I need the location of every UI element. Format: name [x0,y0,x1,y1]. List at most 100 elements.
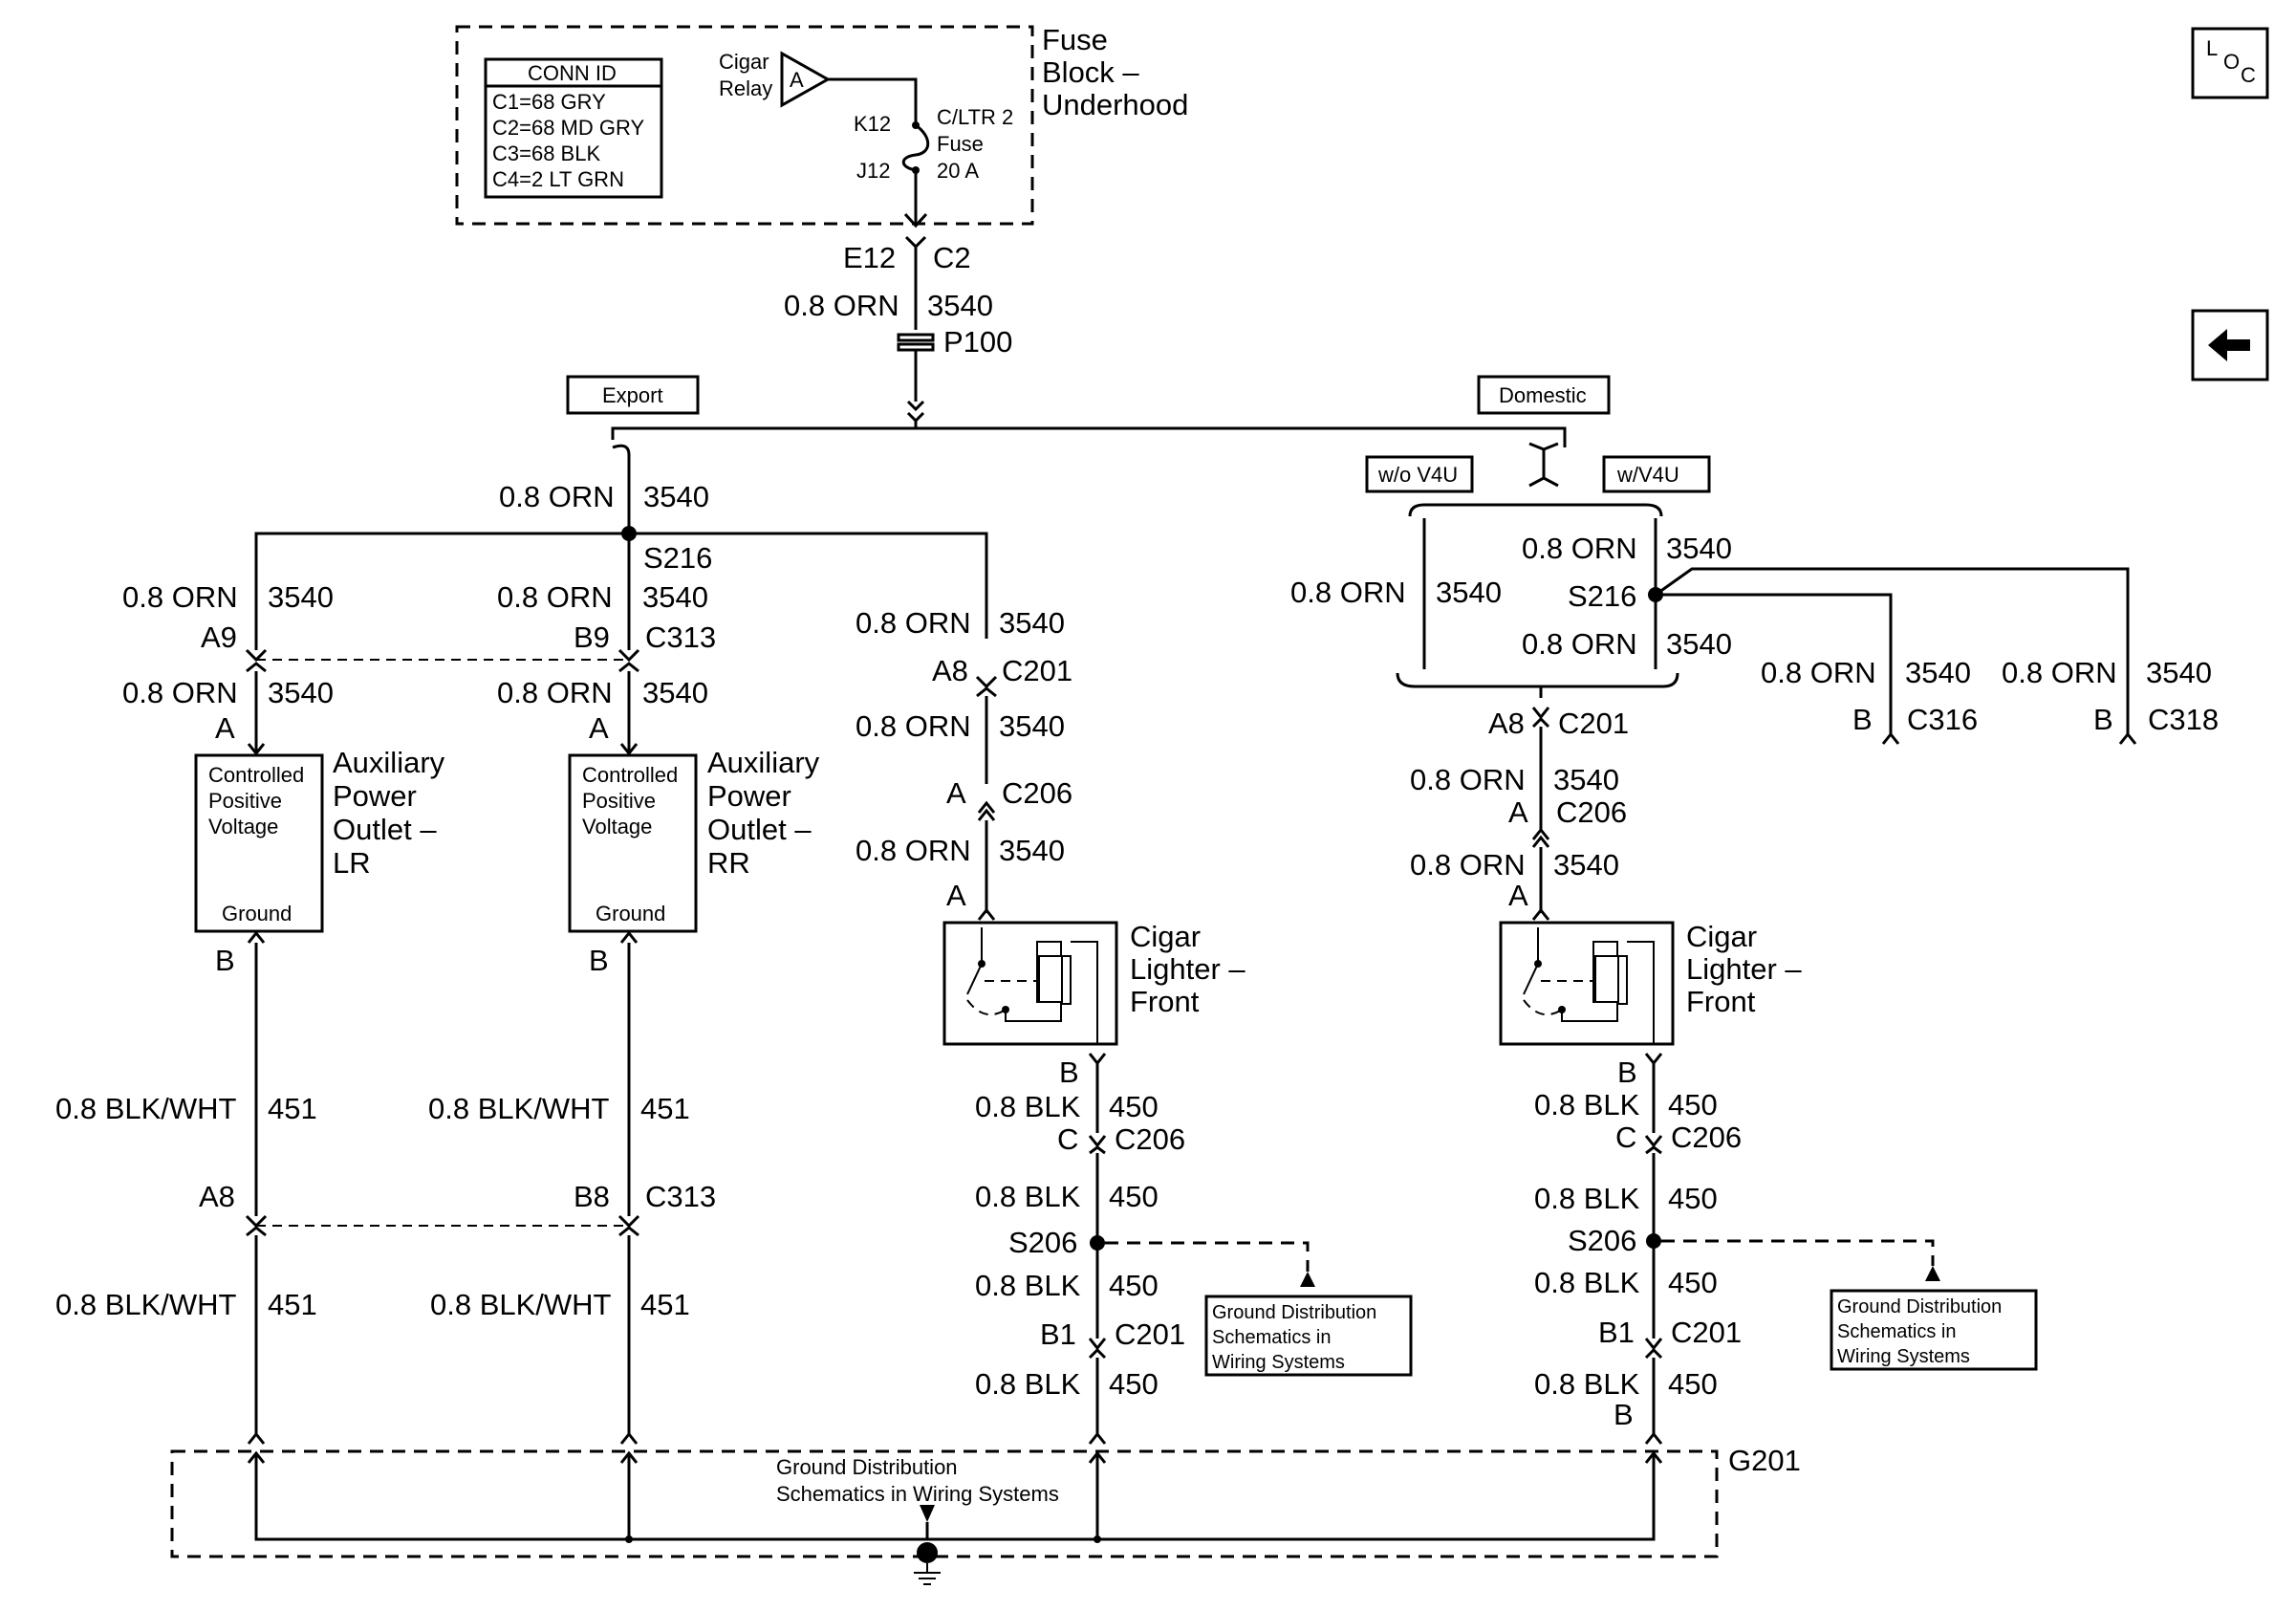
exp-s206-splice-dot [1090,1235,1105,1251]
ground-symbol-icon [914,1563,941,1585]
c316-wire: 0.8 ORN [1761,656,1876,689]
rr-gconnector: C313 [645,1180,716,1213]
rr-wire2: 0.8 ORN [497,676,613,709]
rr-pin-out: B [589,944,609,977]
export-option-box [566,375,700,415]
dom-lt-name-1: Cigar [1686,920,1757,953]
fuse-label-3: 20 A [937,159,979,183]
dom-lt-gcircuit4: 450 [1668,1367,1718,1401]
lr-gcircuit1: 451 [268,1092,317,1125]
dom-lt-name-2: Lighter – [1686,952,1802,986]
dom-lt-pin2: A [1508,795,1528,829]
dom-wo-wire: 0.8 ORN [1290,576,1406,609]
exp-lt-wire3: 0.8 ORN [856,834,971,867]
g201-outline [170,1449,1719,1558]
aux-outlet-lr: 0.8 ORN 3540 A9 0.8 ORN 3540 A Controlle… [55,580,629,1445]
rr-name-1: Auxiliary [707,746,820,779]
fuse-label-2: Fuse [937,132,984,156]
lr-component-box [194,753,324,933]
conn-id-c1: C1=68 GRY [492,90,606,114]
dom-lt-name-3: Front [1686,985,1756,1018]
ref-arrow-icon [1300,1272,1315,1287]
domestic-option-label: Domestic [1499,383,1587,407]
wo-v4u-label: w/o V4U [1377,463,1458,487]
c316-circuit: 3540 [1905,656,1971,689]
fuse-label-1: C/LTR 2 [937,105,1013,129]
dom-lt-pin1: A8 [1488,707,1525,740]
dom-lt-gwire1: 0.8 BLK [1534,1088,1640,1121]
dom-w-wire1: 0.8 ORN [1522,532,1637,565]
loc-button[interactable]: L O C [2191,27,2269,99]
dom-w-wire2: 0.8 ORN [1522,627,1637,661]
exp-lt-gcircuit3: 450 [1109,1269,1159,1302]
relay-triangle-icon [780,51,832,108]
loc-icon: L O C [2206,36,2256,87]
lr-gwire2: 0.8 BLK/WHT [55,1288,237,1321]
domestic-option-box [1477,375,1611,415]
fuse-block-outline [455,25,1034,226]
lr-circuit2: 3540 [268,676,334,709]
rr-gwire1: 0.8 BLK/WHT [428,1092,610,1125]
dom-lt-connector2: C206 [1556,795,1627,829]
cigar-lighter-icon [1523,927,1655,1044]
exp-lt-gwire2: 0.8 BLK [975,1180,1081,1213]
dom-lt-ref-box [1830,1289,2038,1371]
ground-arrow-icon [920,1505,935,1522]
rr-pin1: B9 [574,620,610,654]
fuse-block-title-2: Block – [1042,55,1139,89]
c318-circuit: 3540 [2146,656,2212,689]
exp-lt-circuit3: 3540 [999,834,1065,867]
svg-text:C: C [2241,63,2256,87]
w-v4u-label: w/V4U [1616,463,1679,487]
rr-gpin: B8 [574,1180,610,1213]
ground-eyelet-icon [917,1542,938,1563]
lr-comp-line1: Controlled [208,763,304,787]
conn-id-c2: C2=68 MD GRY [492,116,644,140]
relay-label-1: Cigar [719,50,769,74]
rr-circuit2: 3540 [642,676,708,709]
c318-pin: B [2093,703,2113,736]
dom-lt-ref-3: Wiring Systems [1837,1346,1970,1367]
conn-id-c3: C3=68 BLK [492,142,600,165]
main-feed: E12 C2 0.8 ORN 3540 P100 [784,212,1012,428]
dom-lt-circuit2: 3540 [1553,763,1619,796]
lr-wire2: 0.8 ORN [122,676,238,709]
rr-gwire2: 0.8 BLK/WHT [430,1288,612,1321]
cltr2-fuse: K12 J12 C/LTR 2 Fuse 20 A [854,105,1013,224]
v4u-selector-icon [1528,442,1559,488]
domestic-branch: w/o V4U w/V4U 0.8 ORN 3540 0.8 ORN 3540 … [1290,428,2219,1445]
exp-lt-ref-3: Wiring Systems [1212,1352,1345,1373]
lr-name-1: Auxiliary [333,746,445,779]
dom-lt-wire3: 0.8 ORN [1410,848,1526,882]
exp-lt-gwire3: 0.8 BLK [975,1269,1081,1302]
exp-lt-wire1: 0.8 ORN [856,606,971,640]
fuse-block-title-3: Underhood [1042,88,1188,121]
exp-lt-gwire4: 0.8 BLK [975,1367,1081,1401]
dom-lt-connector1: C201 [1558,707,1629,740]
aux-outlet-rr: 0.8 ORN 3540 B9 C313 0.8 ORN 3540 A Cont… [428,580,820,1445]
exp-lt-gcircuit2: 450 [1109,1180,1159,1213]
wo-v4u-box [1365,455,1474,493]
conn-id-table: CONN ID C1=68 GRY C2=68 MD GRY C3=68 BLK… [484,57,663,199]
exp-lt-circuit2: 3540 [999,709,1065,743]
lr-pin-out: B [215,944,235,977]
c318-connector: C318 [2148,703,2219,736]
back-button[interactable] [2191,309,2269,381]
exp-lt-gwire1: 0.8 BLK [975,1090,1081,1123]
dom-lt-ref-2: Schematics in [1837,1321,1957,1342]
exp-lt-connector1: C201 [1002,654,1072,687]
feed-wire: 0.8 ORN [784,289,899,322]
rr-gcircuit1: 451 [640,1092,690,1125]
export-feed-circuit: 3540 [643,480,709,513]
rr-comp-line2: Positive [582,789,656,813]
dom-lt-gcircuit1: 450 [1668,1088,1718,1121]
dom-w-circuit2: 3540 [1666,627,1732,661]
option-bus: Export Domestic [566,375,1611,440]
splice-pack-label: P100 [943,325,1012,359]
lr-gpin: A8 [199,1180,235,1213]
rr-circuit1: 3540 [642,580,708,614]
ref-arrow-icon [1925,1266,1940,1281]
svg-text:L: L [2206,36,2218,60]
exp-lt-pin-out: B [1059,1056,1079,1089]
lr-comp-ground: Ground [222,902,292,925]
